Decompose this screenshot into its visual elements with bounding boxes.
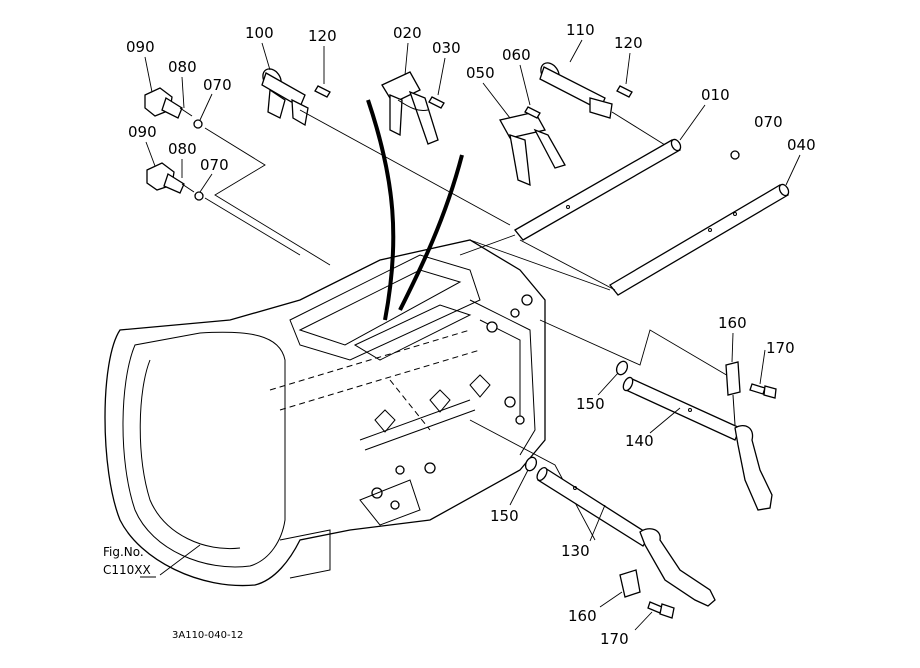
plug-assembly-upper [144,87,203,129]
pin-030 [428,96,445,109]
callout-070a: 070 [203,76,232,94]
transmission-case [104,239,546,587]
shift-rod-040 [609,183,790,296]
fig-leader-line [159,544,201,576]
callout-070c: 070 [754,113,783,131]
plug-leader-upper [204,127,331,266]
callout-120a: 120 [308,27,337,45]
shaft-130-leader [469,419,596,541]
rod-040-leader [469,239,611,291]
shift-fork-020 [381,71,439,145]
callout-120b: 120 [614,34,643,52]
shift-wires [366,99,464,321]
bracket-160a [725,361,741,426]
shaft-140 [622,376,773,511]
pin-120a [314,85,331,98]
pin-060 [524,106,541,119]
fig-number: C110XX [103,563,151,577]
rod-link-leader [519,239,616,291]
callout-020: 020 [393,24,422,42]
rod-010-leader [459,234,516,256]
callout-080a: 080 [168,58,197,76]
callout-030: 030 [432,39,461,57]
shift-fork-100 [261,68,309,127]
callout-040: 040 [787,136,816,154]
shift-rod-010 [514,138,682,241]
callout-110: 110 [566,21,595,39]
callout-050: 050 [466,64,495,82]
callout-160a: 160 [718,314,747,332]
plug-leader-lower [204,197,301,256]
callout-150b: 150 [490,507,519,525]
callout-060: 060 [502,46,531,64]
shift-fork-110 [539,62,613,119]
callout-170b: 170 [600,630,629,648]
o-ring-150a [615,360,629,376]
ball-070 [730,150,740,160]
pin-120b [616,85,633,98]
callout-090b: 090 [128,123,157,141]
callout-labels: 090 080 070 090 080 070 100 120 020 030 … [126,21,816,648]
plug-assembly-lower [146,162,204,201]
shift-fork-050 [499,111,566,187]
callout-090a: 090 [126,38,155,56]
shaft-130 [536,466,716,607]
fig-label: Fig.No. [103,545,144,559]
callout-140: 140 [625,432,654,450]
callout-160b: 160 [568,607,597,625]
callout-150a: 150 [576,395,605,413]
fork-100-leader [299,109,511,226]
shaft-140-leader [539,319,736,381]
callout-170a: 170 [766,339,795,357]
callout-010: 010 [701,86,730,104]
bolt-170a [749,383,777,399]
drawing-code: 3A110-040-12 [172,630,243,641]
callout-leaders [144,39,801,631]
callout-100: 100 [245,24,274,42]
bracket-160b [619,569,641,598]
bolt-170b [647,601,675,619]
callout-080b: 080 [168,140,197,158]
callout-130: 130 [561,542,590,560]
fork-110-leader [611,111,666,146]
callout-070b: 070 [200,156,229,174]
